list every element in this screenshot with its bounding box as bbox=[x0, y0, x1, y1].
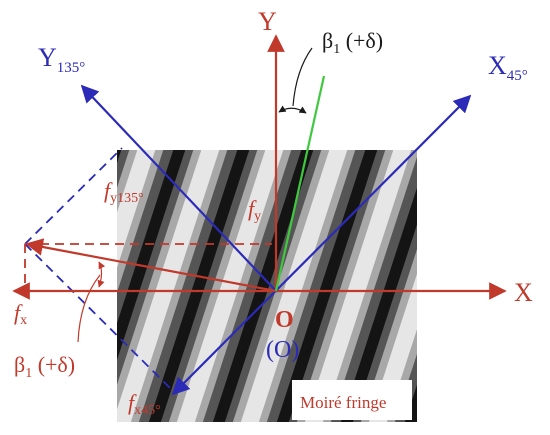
f-vector bbox=[25, 238, 277, 293]
fy135-label: fy135° bbox=[104, 178, 144, 206]
fy-label: fy bbox=[248, 196, 261, 224]
beta-top-leader bbox=[292, 47, 313, 107]
x45-axis-label: X45° bbox=[488, 51, 528, 84]
fringe-direction-line bbox=[274, 75, 326, 292]
origin-label: O bbox=[275, 307, 294, 333]
y135-axis bbox=[80, 84, 277, 292]
beta-top-label: β1 (+δ) bbox=[322, 28, 383, 57]
x-axis-label: X bbox=[514, 278, 533, 307]
fx45-dashed-projection bbox=[24, 243, 176, 394]
y-axis-label: Y bbox=[258, 7, 277, 36]
origin-blue-label: (O) bbox=[266, 337, 299, 363]
moire-caption: Moiré fringe bbox=[300, 393, 386, 412]
x45-axis bbox=[171, 94, 472, 396]
beta-bottom-arc bbox=[97, 261, 106, 288]
beta-top-arc bbox=[278, 105, 307, 114]
y135-axis-label: Y135° bbox=[38, 43, 85, 76]
fx45-label: fx45° bbox=[128, 390, 161, 418]
fy135-dashed-projection bbox=[24, 147, 123, 245]
beta-bottom-leader bbox=[77, 274, 101, 343]
fx-label: fx bbox=[14, 300, 27, 328]
beta-bottom-label: β1 (+δ) bbox=[14, 352, 75, 381]
